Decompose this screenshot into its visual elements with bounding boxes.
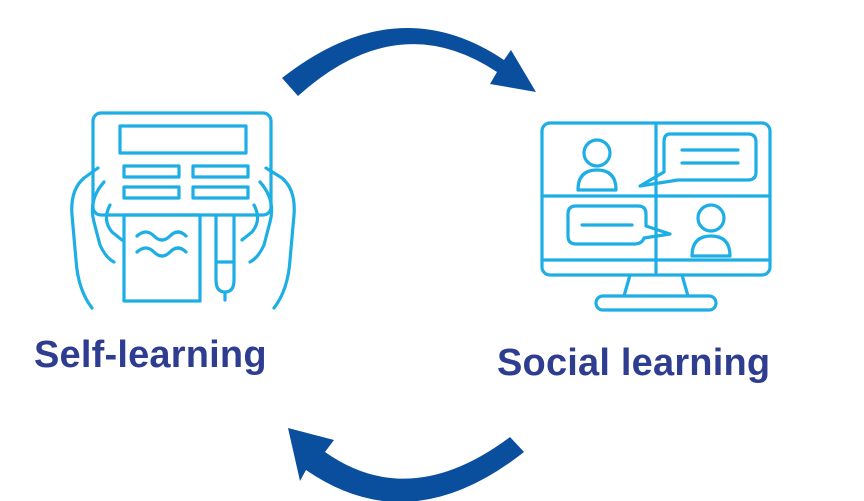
social-learning-label: Social learning — [497, 342, 771, 384]
self-learning-label: Self-learning — [34, 334, 267, 376]
